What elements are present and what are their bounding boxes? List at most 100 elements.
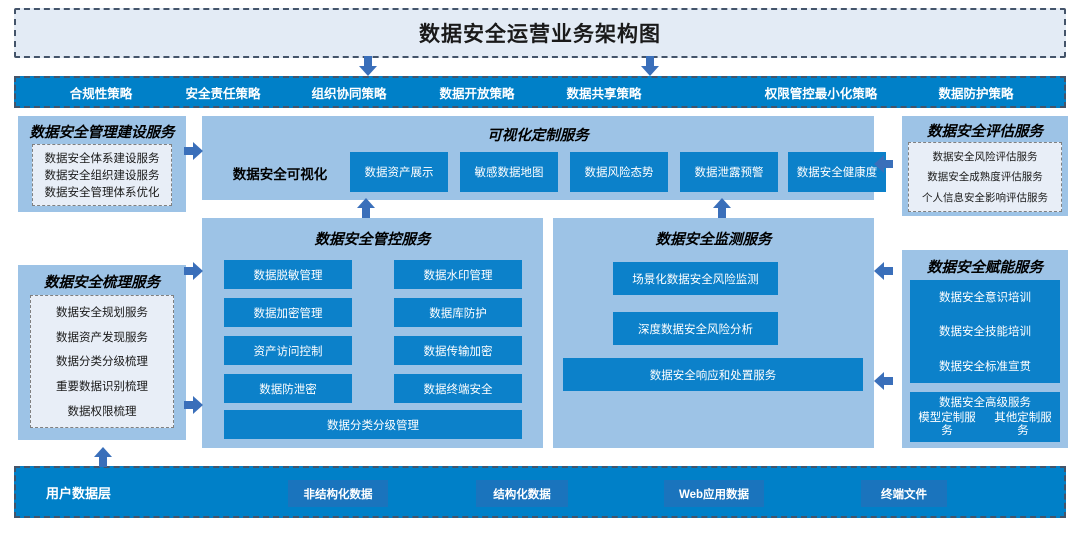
- arrow-title-to-strategy-right: [641, 56, 659, 76]
- advanced-service-title: 数据安全高级服务: [939, 397, 1031, 409]
- strategy-item-6[interactable]: 数据防护策略: [938, 86, 1014, 101]
- arrow-enablement-to-monitoring-head: [874, 262, 884, 280]
- bottom-data-chip-2[interactable]: Web应用数据: [664, 480, 764, 507]
- visualization-subtitle: 数据安全可视化: [232, 167, 328, 182]
- enablement-item-2: 数据安全标准宣贯: [939, 360, 1031, 373]
- visualization-chip-3[interactable]: 数据泄露预警: [680, 152, 778, 192]
- strategy-item-3[interactable]: 数据开放策略: [439, 86, 515, 101]
- management-item-2: 数据安全管理体系优化: [44, 187, 160, 200]
- panel-monitoring-title: 数据安全监测服务: [655, 232, 772, 248]
- grooming-item-3: 重要数据识别梳理: [56, 381, 148, 394]
- arrow-enablement-to-monitoring-lower-head: [874, 372, 884, 390]
- arrow-grooming-to-control-lower-head: [193, 396, 203, 414]
- enablement-items-box: 数据安全意识培训数据安全技能培训数据安全标准宣贯: [910, 280, 1060, 383]
- strategy-item-4[interactable]: 数据共享策略: [566, 86, 642, 101]
- panel-grooming-title: 数据安全梳理服务: [44, 275, 160, 291]
- visualization-chip-2[interactable]: 数据风险态势: [570, 152, 668, 192]
- strategy-item-1[interactable]: 安全责任策略: [185, 86, 261, 101]
- panel-evaluation-title: 数据安全评估服务: [927, 124, 1043, 140]
- advanced-service-box: 数据安全高级服务 模型定制服务 其他定制服务: [910, 392, 1060, 442]
- evaluation-item-1: 数据安全成熟度评估服务: [927, 171, 1043, 184]
- grooming-items-box: 数据安全规划服务数据资产发现服务数据分类分级梳理重要数据识别梳理数据权限梳理: [30, 295, 174, 428]
- arrow-evaluation-to-visualization-head: [874, 155, 884, 173]
- arrow-enablement-to-monitoring: [874, 262, 893, 280]
- panel-control-service: 数据安全管控服务 数据脱敏管理数据加密管理资产访问控制数据防泄密数据水印管理数据…: [202, 218, 543, 448]
- management-item-0: 数据安全体系建设服务: [44, 152, 160, 165]
- panel-visualization-service: 可视化定制服务 数据安全可视化 数据资产展示敏感数据地图数据风险态势数据泄露预警…: [202, 116, 886, 200]
- arrow-grooming-to-control-stem: [184, 267, 194, 275]
- control-right-chip-1[interactable]: 数据库防护: [394, 298, 522, 327]
- arrow-title-to-strategy-left: [359, 56, 377, 76]
- management-item-1: 数据安全组织建设服务: [44, 169, 160, 182]
- panel-evaluation-service: 数据安全评估服务 数据安全风险评估服务数据安全成熟度评估服务个人信息安全影响评估…: [902, 116, 1068, 216]
- arrow-grooming-to-control-lower-stem: [184, 401, 194, 409]
- visualization-chip-4[interactable]: 数据安全健康度: [788, 152, 886, 192]
- panel-control-title: 数据安全管控服务: [314, 232, 431, 248]
- panel-visualization-title: 可视化定制服务: [487, 128, 589, 144]
- monitoring-chip-1[interactable]: 深度数据安全风险分析: [613, 312, 778, 345]
- arrow-enablement-to-monitoring-stem: [883, 267, 893, 275]
- user-data-layer-bar: 用户数据层 非结构化数据 结构化数据 Web应用数据 终端文件: [14, 466, 1066, 518]
- arrow-enablement-to-monitoring-lower-stem: [883, 377, 893, 385]
- arrow-datalayer-to-grooming-stem: [99, 456, 107, 467]
- arrow-title-to-strategy-left-stem: [364, 56, 372, 67]
- control-left-chip-3[interactable]: 数据防泄密: [224, 374, 352, 403]
- arrow-evaluation-to-visualization: [874, 155, 893, 173]
- arrow-control-to-visualization: [357, 198, 375, 218]
- diagram-title-banner: 数据安全运营业务架构图: [14, 8, 1066, 58]
- arrow-evaluation-to-visualization-stem: [883, 160, 893, 168]
- arrow-grooming-to-control: [184, 262, 203, 280]
- panel-grooming-service: 数据安全梳理服务 数据安全规划服务数据资产发现服务数据分类分级梳理重要数据识别梳…: [18, 265, 186, 440]
- arrow-enablement-to-monitoring-lower: [874, 372, 893, 390]
- arrow-title-to-strategy-left-head: [359, 66, 377, 76]
- panel-enablement-service: 数据安全赋能服务 数据安全意识培训数据安全技能培训数据安全标准宣贯 数据安全高级…: [902, 250, 1068, 448]
- arrow-grooming-to-control-head: [193, 262, 203, 280]
- strategy-item-2[interactable]: 组织协同策略: [311, 86, 387, 101]
- strategy-layer-bar: 合规性策略 安全责任策略 组织协同策略 数据开放策略 数据共享策略 权限管控最小化策略 数据…: [14, 76, 1066, 108]
- arrow-monitoring-to-visualization-stem: [718, 207, 726, 218]
- arrow-title-to-strategy-right-head: [641, 66, 659, 76]
- control-right-chip-0[interactable]: 数据水印管理: [394, 260, 522, 289]
- arrow-title-to-strategy-right-stem: [646, 56, 654, 67]
- strategy-item-5[interactable]: 权限管控最小化策略: [764, 86, 878, 101]
- arrow-management-to-visualization-stem: [184, 147, 194, 155]
- grooming-item-4: 数据权限梳理: [67, 405, 137, 418]
- arrow-control-to-visualization-stem: [362, 207, 370, 218]
- management-items-box: 数据安全体系建设服务数据安全组织建设服务数据安全管理体系优化: [32, 144, 172, 206]
- evaluation-item-0: 数据安全风险评估服务: [932, 150, 1038, 163]
- user-data-layer-label: 用户数据层: [46, 485, 112, 501]
- arrow-monitoring-to-visualization-head: [713, 198, 731, 208]
- grooming-item-0: 数据安全规划服务: [56, 307, 148, 320]
- bottom-data-chip-1[interactable]: 结构化数据: [476, 480, 568, 507]
- advanced-model-custom-label: 模型定制服务: [918, 412, 976, 437]
- enablement-item-0: 数据安全意识培训: [939, 292, 1031, 305]
- arrow-datalayer-to-grooming-head: [94, 447, 112, 457]
- monitoring-chip-0[interactable]: 场景化数据安全风险监测: [613, 262, 778, 295]
- grooming-item-2: 数据分类分级梳理: [56, 356, 148, 369]
- panel-enablement-title: 数据安全赋能服务: [927, 260, 1043, 276]
- visualization-chip-1[interactable]: 敏感数据地图: [460, 152, 558, 192]
- enablement-item-1: 数据安全技能培训: [939, 326, 1031, 339]
- bottom-data-chip-3[interactable]: 终端文件: [861, 480, 947, 507]
- panel-management-title: 数据安全管理建设服务: [29, 125, 175, 141]
- grooming-item-1: 数据资产发现服务: [56, 331, 148, 344]
- arrow-management-to-visualization: [184, 142, 203, 160]
- strategy-item-0[interactable]: 合规性策略: [69, 86, 133, 101]
- monitoring-chip-2[interactable]: 数据安全响应和处置服务: [563, 358, 863, 391]
- arrow-grooming-to-control-lower: [184, 396, 203, 414]
- bottom-data-chip-0[interactable]: 非结构化数据: [288, 480, 388, 507]
- panel-management-build-service: 数据安全管理建设服务 数据安全体系建设服务数据安全组织建设服务数据安全管理体系优…: [18, 116, 186, 212]
- advanced-other-custom-label: 其他定制服务: [994, 412, 1052, 437]
- control-wide-chip[interactable]: 数据分类分级管理: [224, 410, 522, 439]
- page-title: 数据安全运营业务架构图: [419, 23, 661, 46]
- control-right-chip-2[interactable]: 数据传输加密: [394, 336, 522, 365]
- control-left-chip-2[interactable]: 资产访问控制: [224, 336, 352, 365]
- panel-monitoring-service: 数据安全监测服务 场景化数据安全风险监测深度数据安全风险分析数据安全响应和处置服…: [553, 218, 874, 448]
- control-left-chip-0[interactable]: 数据脱敏管理: [224, 260, 352, 289]
- visualization-chip-0[interactable]: 数据资产展示: [350, 152, 448, 192]
- arrow-management-to-visualization-head: [193, 142, 203, 160]
- arrow-monitoring-to-visualization: [713, 198, 731, 218]
- control-left-chip-1[interactable]: 数据加密管理: [224, 298, 352, 327]
- control-right-chip-3[interactable]: 数据终端安全: [394, 374, 522, 403]
